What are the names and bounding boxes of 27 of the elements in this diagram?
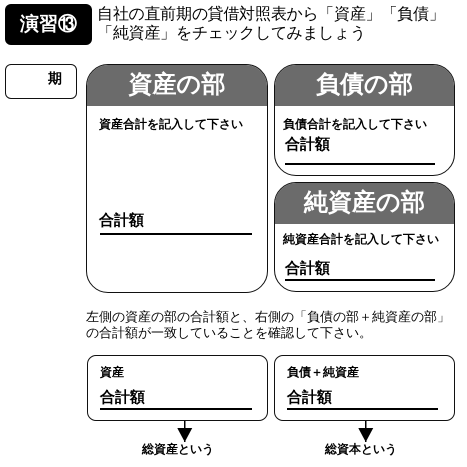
unit-label: 期: [48, 70, 62, 88]
title: 自社の直前期の貸借対照表から「資産」「負債」「純資産」をチェックしてみましょう: [97, 4, 446, 42]
field-label: 合計額: [287, 388, 332, 407]
instruction-text: 負債合計を記入して下さい: [283, 117, 427, 132]
panel-header: 純資産の部: [275, 183, 454, 224]
section-panel: [274, 64, 455, 176]
panel-header: 資産の部: [87, 65, 267, 106]
note-text: 総資産という: [142, 442, 214, 457]
summary-box: [274, 355, 455, 421]
instruction-text: 純資産合計を記入して下さい: [283, 232, 439, 247]
field-label: 合計額: [99, 211, 144, 230]
section-panel: [86, 64, 268, 293]
panel-header: 負債の部: [275, 65, 454, 106]
arrow: [358, 421, 374, 442]
field-label: 合計額: [285, 135, 330, 154]
note-text: 総資本という: [325, 442, 397, 457]
field-label: 合計額: [285, 259, 330, 278]
instruction-text: 資産合計を記入して下さい: [99, 117, 243, 132]
instruction-text: 左側の資産の部の合計額と、右側の「負債の部＋純資産の部」の合計額が一致していることを確認して下さい。: [86, 310, 451, 342]
answer-box: [5, 64, 77, 99]
summary-box: [87, 355, 268, 421]
exercise-badge: 演習⑬: [5, 4, 92, 45]
field-label: 合計額: [100, 388, 145, 407]
arrow: [177, 421, 192, 442]
field-label: 負債＋純資産: [287, 365, 359, 380]
section-panel: [274, 182, 455, 292]
field-label: 資産: [100, 365, 124, 380]
